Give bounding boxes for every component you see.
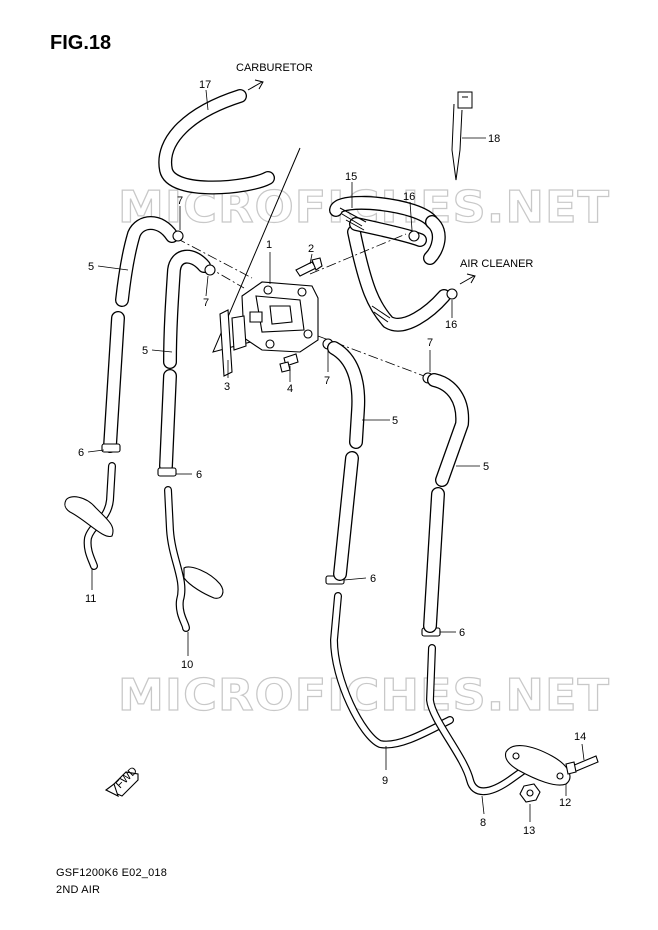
hose-5-left-outer[interactable] [103, 216, 179, 453]
fwd-arrow-icon: FWD [104, 765, 140, 798]
callout-16-top: 16 [403, 191, 415, 231]
svg-text:14: 14 [574, 731, 586, 743]
svg-text:4: 4 [287, 383, 293, 395]
nut-13[interactable] [519, 783, 541, 803]
svg-text:13: 13 [523, 825, 535, 837]
callout-7-a: 7 [177, 195, 183, 230]
callout-4: 4 [287, 366, 293, 395]
svg-text:12: 12 [559, 797, 571, 809]
svg-text:16: 16 [403, 191, 415, 203]
centerline-air-cleaner [309, 233, 407, 275]
svg-text:7: 7 [203, 297, 209, 309]
svg-text:6: 6 [196, 469, 202, 481]
clip-16-a[interactable] [408, 230, 420, 242]
svg-text:6: 6 [459, 627, 465, 639]
callout-7-c: 7 [324, 350, 330, 387]
callout-14: 14 [574, 731, 586, 761]
svg-text:5: 5 [392, 415, 398, 427]
centerline-valve-inlet [175, 237, 253, 279]
bolt-14[interactable] [565, 755, 599, 775]
svg-text:5: 5 [142, 345, 148, 357]
svg-text:10: 10 [181, 659, 193, 671]
svg-text:1: 1 [266, 239, 272, 251]
figure-title: FIG.18 [50, 32, 112, 54]
callout-5-d: 5 [456, 461, 489, 473]
callout-12: 12 [559, 784, 571, 809]
svg-text:7: 7 [177, 195, 183, 207]
callout-11: 11 [85, 568, 96, 605]
svg-text:2: 2 [308, 243, 314, 255]
watermark-bottom: MICROFICHES.NET [118, 670, 610, 721]
callout-8: 8 [480, 795, 486, 829]
svg-text:6: 6 [78, 447, 84, 459]
pipe-8[interactable] [426, 644, 528, 796]
hose-17[interactable] [158, 89, 275, 195]
clip-7-b[interactable] [204, 264, 216, 276]
clip-7-a[interactable] [172, 230, 184, 242]
bolt-2[interactable] [295, 257, 323, 277]
callout-2: 2 [308, 243, 314, 265]
callout-5-c: 5 [362, 415, 398, 427]
svg-text:16: 16 [445, 319, 457, 331]
pipe-11[interactable] [64, 462, 116, 570]
air-valve-assembly[interactable] [219, 281, 319, 377]
carburetor-label: CARBURETOR [236, 62, 313, 74]
callout-6-d: 6 [440, 627, 465, 639]
svg-text:15: 15 [345, 171, 357, 183]
section-name: 2ND AIR [56, 884, 101, 896]
callout-5-b: 5 [142, 345, 173, 357]
callout-18: 18 [462, 133, 500, 145]
svg-text:8: 8 [480, 817, 486, 829]
callout-6-c: 6 [343, 573, 376, 585]
svg-text:18: 18 [488, 133, 500, 145]
hose-15[interactable] [329, 195, 451, 332]
hose-5-center[interactable] [327, 341, 366, 581]
svg-text:11: 11 [85, 593, 96, 605]
clip-16-b[interactable] [446, 288, 458, 300]
hose-5-right[interactable] [423, 373, 470, 633]
callout-6-a: 6 [78, 447, 105, 459]
callout-7-d: 7 [427, 337, 433, 372]
callout-9: 9 [382, 746, 388, 787]
svg-text:7: 7 [324, 375, 330, 387]
svg-text:5: 5 [88, 261, 94, 273]
clamp-6-a[interactable] [101, 443, 121, 453]
part-18-clip[interactable] [451, 91, 473, 181]
svg-text:6: 6 [370, 573, 376, 585]
pipe-9[interactable] [330, 592, 454, 749]
callout-3: 3 [224, 360, 230, 393]
carburetor-arrow [247, 79, 264, 91]
model-code: GSF1200K6 E02_018 [56, 867, 168, 879]
callout-10: 10 [181, 632, 193, 671]
svg-text:9: 9 [382, 775, 388, 787]
svg-text:7: 7 [427, 337, 433, 349]
callout-13: 13 [523, 804, 535, 837]
callout-7-b: 7 [203, 275, 209, 309]
air-cleaner-arrow [459, 273, 476, 285]
bolt-4[interactable] [279, 353, 299, 373]
hose-5-left-inner[interactable] [159, 249, 211, 473]
svg-text:3: 3 [224, 381, 230, 393]
pipe-10[interactable] [164, 486, 224, 632]
callout-1: 1 [266, 239, 272, 284]
callout-16-bottom: 16 [445, 300, 457, 331]
callout-17: 17 [199, 79, 211, 111]
air-cleaner-label: AIR CLEANER [460, 258, 533, 270]
clamp-6-b[interactable] [157, 467, 177, 477]
svg-text:17: 17 [199, 79, 211, 91]
svg-text:5: 5 [483, 461, 489, 473]
callout-6-b: 6 [176, 469, 202, 481]
callout-5-a: 5 [88, 261, 129, 273]
callout-15: 15 [345, 171, 357, 208]
